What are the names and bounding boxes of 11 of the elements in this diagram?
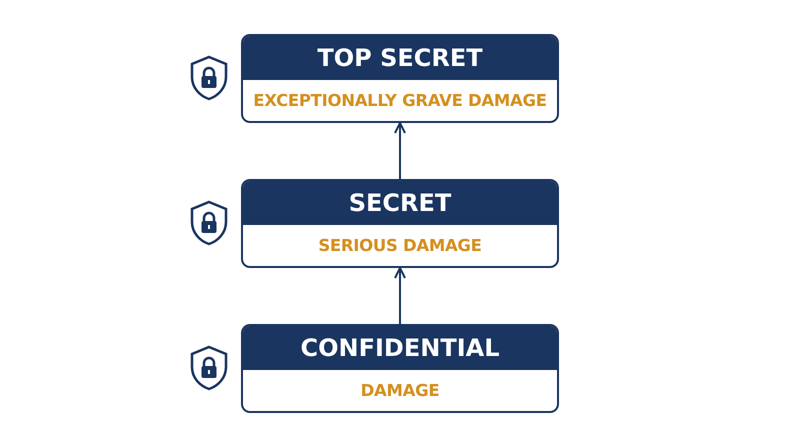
impact-text: DAMAGE <box>360 381 440 400</box>
arrow <box>394 267 406 324</box>
arrow <box>394 122 406 179</box>
classification-heading: TOP SECRET <box>243 36 557 80</box>
impact-text: SERIOUS DAMAGE <box>318 236 482 255</box>
classification-box <box>241 34 559 123</box>
classification-heading: CONFIDENTIAL <box>243 326 557 370</box>
impact-text: EXCEPTIONALLY GRAVE DAMAGE <box>253 91 547 110</box>
classification-box <box>241 179 559 268</box>
classification-heading: SECRET <box>243 181 557 225</box>
classification-box <box>241 324 559 413</box>
